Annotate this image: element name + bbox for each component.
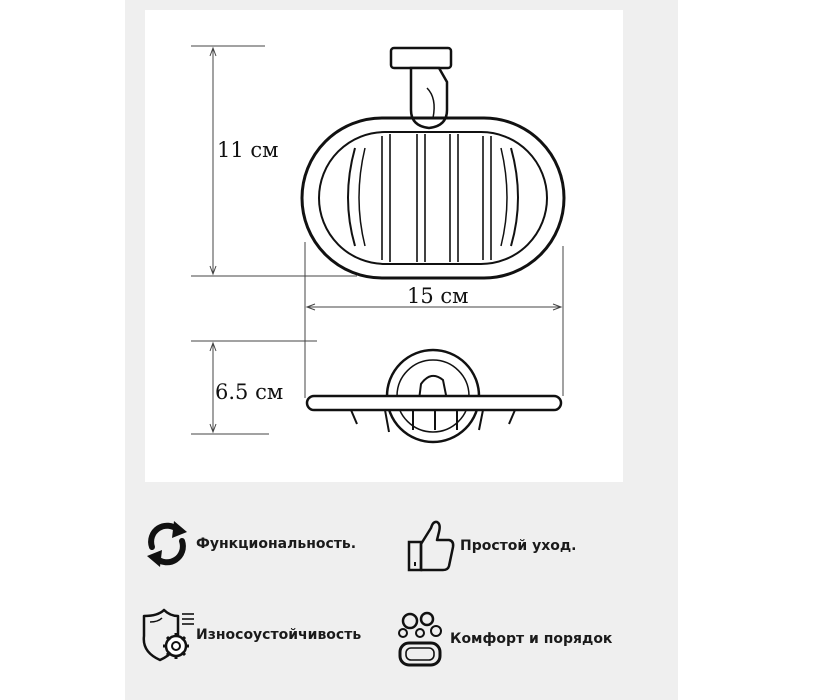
front-view bbox=[300, 46, 566, 280]
refresh-arrows-icon bbox=[138, 515, 196, 573]
soap-dish-drawing bbox=[191, 45, 566, 444]
feature-label-easy-care: Простой уход. bbox=[460, 538, 577, 554]
feature-functionality: Функциональность. bbox=[138, 515, 356, 573]
feature-durability: Износоустойчивость bbox=[138, 606, 361, 664]
width-dimension-label: 15 см bbox=[407, 284, 469, 308]
shield-gear-icon bbox=[138, 606, 196, 664]
soap-bubbles-icon bbox=[392, 610, 450, 668]
feature-easy-care: Простой уход. bbox=[402, 517, 576, 575]
depth-dimension-label: 6.5 см bbox=[215, 380, 284, 404]
dimension-lines bbox=[191, 45, 564, 435]
height-dimension-label: 11 см bbox=[217, 138, 279, 162]
feature-label-functionality: Функциональность. bbox=[196, 536, 357, 552]
feature-comfort-order: Комфорт и порядок bbox=[392, 610, 612, 668]
dimension-diagram: 11 см 15 см 6.5 см bbox=[145, 10, 623, 482]
thumbs-up-icon bbox=[402, 517, 460, 575]
feature-label-comfort-order: Комфорт и порядок bbox=[450, 631, 613, 647]
side-view bbox=[305, 348, 563, 444]
feature-label-durability: Износоустойчивость bbox=[196, 627, 362, 643]
